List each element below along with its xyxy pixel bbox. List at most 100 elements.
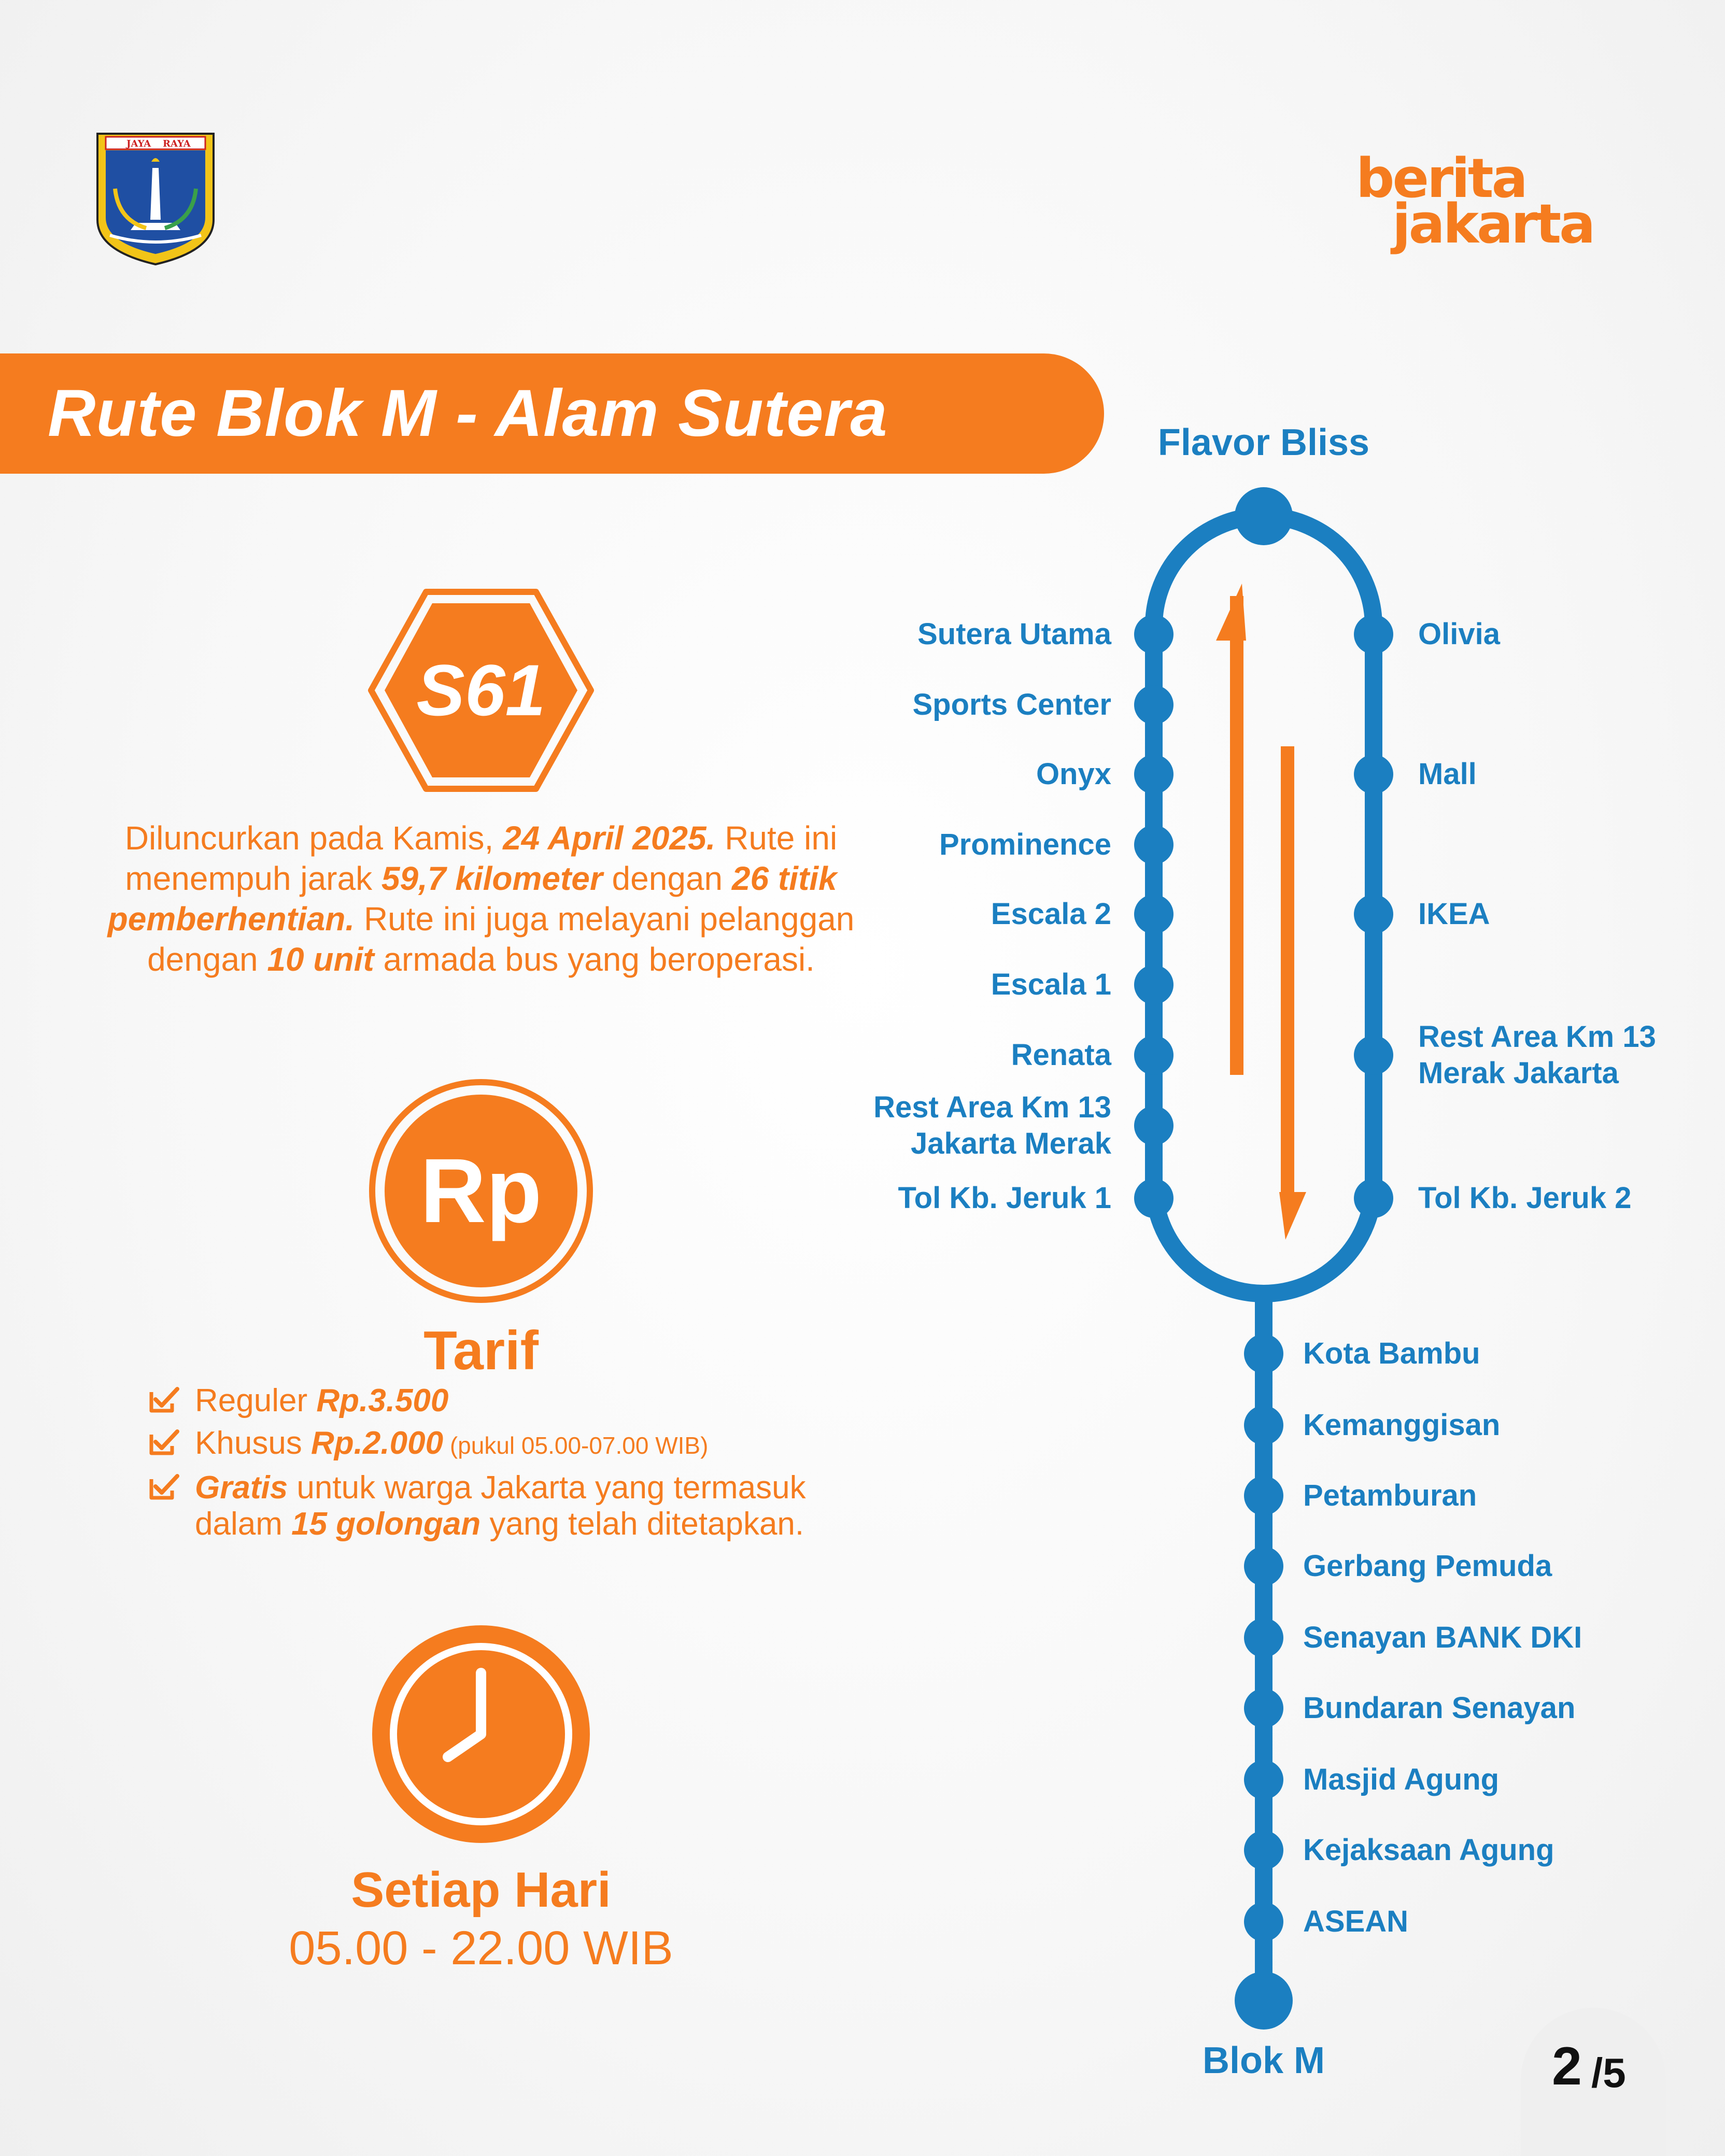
desc-distance: 59,7 kilometer: [381, 860, 603, 897]
stop-dot: [1244, 1334, 1283, 1373]
checkmark-icon: [149, 1429, 179, 1455]
stop-dot: [1134, 615, 1173, 654]
stop-label-right: IKEA: [1418, 897, 1490, 931]
stop-dot: [1244, 1618, 1283, 1657]
tarif-badge: Rp: [368, 1078, 594, 1304]
brand-line-2: jakarta: [1392, 192, 1595, 256]
svg-text:JAYA: JAYA: [125, 138, 151, 149]
stop-dot: [1134, 685, 1173, 725]
arrow-down-head: [1279, 1192, 1306, 1240]
stop-dot: [1244, 1547, 1283, 1586]
schedule-title: Setiap Hari: [351, 1862, 611, 1918]
stop-dot: [1354, 1036, 1393, 1075]
terminal-top-label: Flavor Bliss: [1157, 422, 1370, 463]
stop-dot: [1244, 1406, 1283, 1445]
route-loop-line: [1145, 507, 1382, 1302]
stop-label-left: Prominence: [939, 828, 1111, 861]
stop-dot: [1134, 1036, 1173, 1075]
stop-dot: [1244, 1902, 1283, 1941]
stop-label-right: Tol Kb. Jeruk 2: [1418, 1181, 1632, 1215]
stop-dot: [1244, 1760, 1283, 1799]
stop-label-left: Escala 1: [991, 968, 1111, 1001]
stop-label-trunk: Gerbang Pemuda: [1303, 1549, 1552, 1583]
stop-label-left: Tol Kb. Jeruk 1: [898, 1181, 1111, 1215]
stop-dot: [1354, 615, 1393, 654]
stop-label-trunk: Senayan BANK DKI: [1303, 1621, 1582, 1654]
desc-stops: 26 titik pemberhentian.: [107, 860, 837, 938]
page-total: /5: [1591, 2050, 1626, 2096]
page-title: Rute Blok M - Alam Sutera: [48, 376, 888, 450]
stop-label-left: Renata: [1011, 1038, 1111, 1072]
gratis-text: untuk warga Jakarta yang termasuk dalam: [195, 1470, 806, 1542]
tarif-item-khusus: Khusus Rp.2.000 (pukul 05.00-07.00 WIB): [145, 1425, 871, 1464]
terminal-bottom-dot: [1235, 1971, 1293, 2030]
stop-dot: [1354, 895, 1393, 934]
schedule-badge: [368, 1621, 594, 1847]
tarif-price: Rp.3.500: [316, 1383, 449, 1419]
desc-text: Rute ini juga melayani pelanggan dengan: [147, 900, 855, 978]
svg-text:RAYA: RAYA: [163, 138, 191, 149]
tarif-list: Reguler Rp.3.500 Khusus Rp.2.000 (pukul …: [145, 1383, 871, 1549]
stop-dot: [1354, 1179, 1393, 1218]
route-code: S61: [416, 649, 546, 731]
page-indicator: 2 /5: [1521, 2008, 1666, 2156]
stop-label-left: Sutera Utama: [917, 617, 1111, 651]
terminal-bottom-label: Blok M: [1202, 2040, 1325, 2081]
stop-label-left: Sports Center: [912, 688, 1111, 721]
tarif-item-reguler: Reguler Rp.3.500: [145, 1383, 871, 1419]
tarif-label: Khusus: [195, 1425, 312, 1461]
stop-dot: [1134, 895, 1173, 934]
desc-text: armada bus yang beroperasi.: [374, 941, 815, 978]
route-code-badge: S61: [368, 589, 594, 792]
stop-dot: [1244, 1831, 1283, 1870]
desc-text: Rute ini menempuh jarak: [125, 819, 838, 897]
stop-dot: [1354, 755, 1393, 794]
stop-dot: [1134, 755, 1173, 794]
stop-dot: [1134, 1106, 1173, 1145]
desc-units: 10 unit: [267, 941, 374, 978]
stop-label-trunk: Masjid Agung: [1303, 1763, 1500, 1796]
stop-label-left: Rest Area Km 13 Jakarta Merak: [873, 1090, 1111, 1160]
stop-label-trunk: Bundaran Senayan: [1303, 1691, 1576, 1725]
brand-line-1: berita: [1356, 147, 1528, 210]
desc-date: 24 April 2025.: [503, 819, 716, 857]
stop-dot: [1244, 1689, 1283, 1728]
desc-text: Diluncurkan pada Kamis,: [124, 819, 503, 857]
title-banner: Rute Blok M - Alam Sutera: [0, 353, 1104, 474]
rupiah-icon: [369, 1079, 593, 1303]
tarif-item-gratis: Gratis untuk warga Jakarta yang termasuk…: [145, 1470, 871, 1542]
berita-jakarta-logo: berita jakarta: [1349, 151, 1639, 255]
arrow-up-head: [1216, 584, 1246, 641]
page-current: 2: [1552, 2036, 1582, 2096]
gratis-text: yang telah ditetapkan.: [480, 1506, 804, 1542]
hexagon-icon: [368, 589, 594, 792]
tarif-title: Tarif: [423, 1320, 539, 1381]
stop-label-trunk: Kota Bambu: [1303, 1337, 1480, 1370]
stop-label-left: Escala 2: [991, 897, 1111, 931]
stop-label-trunk: Kejaksaan Agung: [1303, 1833, 1554, 1867]
stop-label-trunk: Petamburan: [1303, 1479, 1477, 1512]
stop-label-trunk: Kemanggisan: [1303, 1408, 1501, 1442]
desc-text: dengan: [602, 860, 732, 897]
golongan-label: 15 golongan: [291, 1506, 481, 1542]
stop-dot: [1134, 965, 1173, 1004]
tarif-note: (pukul 05.00-07.00 WIB): [443, 1432, 709, 1459]
gratis-label: Gratis: [195, 1470, 288, 1506]
stop-label-trunk: ASEAN: [1303, 1905, 1409, 1938]
checkmark-icon: [149, 1474, 179, 1500]
clock-icon: [372, 1625, 590, 1843]
jakarta-crest-logo: JAYA RAYA: [94, 132, 217, 266]
stop-label-right: Mall: [1418, 757, 1477, 791]
checkmark-icon: [149, 1387, 179, 1413]
schedule-hours: 05.00 - 22.00 WIB: [289, 1922, 673, 1975]
tarif-price: Rp.2.000: [311, 1425, 444, 1461]
terminal-top-dot: [1235, 487, 1293, 545]
stop-label-right: Olivia: [1418, 617, 1500, 651]
stop-label-left: Onyx: [1036, 757, 1111, 791]
stop-dot: [1244, 1476, 1283, 1515]
stop-label-right: Rest Area Km 13 Merak Jakarta: [1418, 1020, 1656, 1090]
rupiah-symbol: Rp: [420, 1140, 542, 1242]
stop-dot: [1134, 1179, 1173, 1218]
tarif-label: Reguler: [195, 1383, 317, 1419]
